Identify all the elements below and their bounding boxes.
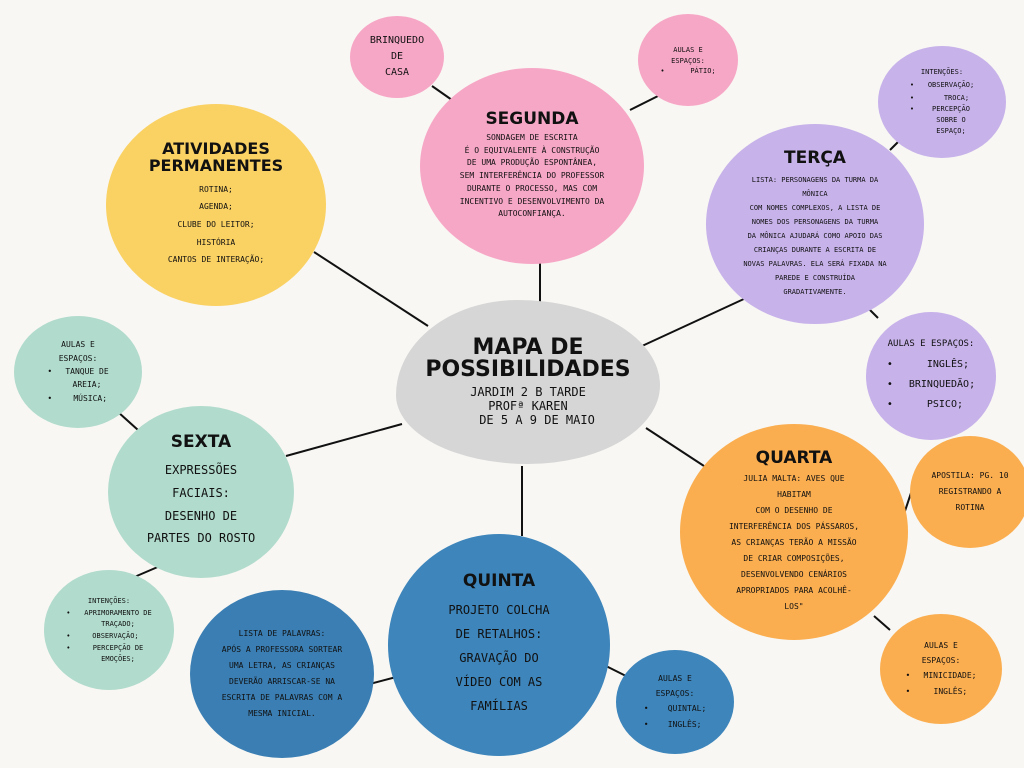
connector-brinquedo	[431, 85, 453, 101]
quarta-apostila-node: APOSTILA: PG. 10 REGISTRANDO A ROTINA	[910, 436, 1024, 548]
terca-aulas-node: AULAS E ESPAÇOS: INGLÊS; BRINQUEDÃO; PSI…	[866, 312, 996, 440]
center-dates: DE 5 A 9 DE MAIO	[479, 413, 595, 427]
quinta-aulas-node: AULAS E ESPAÇOS: QUINTAL; INGLÊS;	[616, 650, 734, 754]
sexta-intencoes-node: INTENÇÕES: APRIMORAMENTO DE TRAÇADO; OBS…	[44, 570, 174, 690]
center-title-line1: MAPA DE	[472, 335, 584, 360]
center-teacher: PROFª KAREN	[488, 399, 568, 413]
sexta-intencoes-heading: INTENÇÕES:	[87, 597, 131, 606]
sexta-aulas-heading: AULAS E ESPAÇOS:	[58, 339, 98, 363]
connector-quarta-aulas	[873, 615, 891, 631]
terca-aulas-list: INGLÊS; BRINQUEDÃO; PSICO;	[887, 355, 975, 415]
center-class: JARDIM 2 B TARDE	[470, 385, 586, 399]
segunda-node: SEGUNDA SONDAGEM DE ESCRITA É O EQUIVALE…	[420, 68, 644, 264]
center-title-line2: POSSIBILIDADES	[425, 357, 631, 382]
quarta-title: QUARTA	[755, 447, 833, 468]
terca-text: LISTA: PERSONAGENS DA TURMA DA MÔNICA CO…	[743, 175, 887, 296]
terca-aulas-heading: AULAS E ESPAÇOS:	[887, 338, 975, 349]
list-item: OBSERVAÇÃO;	[910, 79, 974, 92]
connector-sexta-aulas	[117, 411, 139, 431]
atividades-title: ATIVIDADES PERMANENTES	[148, 139, 284, 176]
connector-atividades	[313, 251, 429, 327]
sexta-node: SEXTA EXPRESSÕES FACIAIS: DESENHO DE PAR…	[108, 406, 294, 578]
quinta-title: QUINTA	[462, 570, 536, 591]
terca-node: TERÇA LISTA: PERSONAGENS DA TURMA DA MÔN…	[706, 124, 924, 324]
segunda-title: SEGUNDA	[485, 108, 579, 129]
terca-intencoes-list: OBSERVAÇÃO; TROCA; PERCEPÇÃO SOBRE O ESP…	[910, 79, 974, 138]
segunda-aulas-node: AULAS E ESPAÇOS: PÁTIO;	[638, 14, 738, 106]
list-item: MINICIDADE;	[906, 668, 977, 684]
quarta-aulas-node: AULAS E ESPAÇOS: MINICIDADE; INGLÊS;	[880, 614, 1002, 724]
list-item: TANQUE DE AREIA;	[47, 366, 108, 392]
terca-title: TERÇA	[784, 147, 846, 168]
quarta-node: QUARTA JULIA MALTA: AVES QUE HABITAM COM…	[680, 424, 908, 640]
center-node: MAPA DE POSSIBILIDADES JARDIM 2 B TARDE …	[396, 300, 660, 464]
connector-segunda-aulas	[629, 93, 663, 111]
connector-quarta	[645, 427, 705, 467]
list-item: INGLÊS;	[906, 684, 977, 700]
segunda-aulas-list: PÁTIO;	[660, 67, 715, 75]
sexta-title: SEXTA	[170, 431, 232, 452]
list-item: BRINQUEDÃO;	[887, 375, 975, 395]
sexta-aulas-list: TANQUE DE AREIA; MÚSICA;	[47, 366, 108, 406]
quinta-text: PROJETO COLCHA DE RETALHOS: GRAVAÇÃO DO …	[448, 602, 550, 713]
connector-sexta	[285, 423, 403, 457]
list-item: INGLÊS;	[887, 355, 975, 375]
quinta-aulas-list: QUINTAL; INGLÊS;	[644, 701, 707, 733]
list-item: PSICO;	[887, 395, 975, 415]
atividades-text: ROTINA; AGENDA; CLUBE DO LEITOR; HISTÓRI…	[167, 184, 265, 265]
brinquedo-node: BRINQUEDO DE CASA	[350, 16, 444, 98]
quarta-aulas-list: MINICIDADE; INGLÊS;	[906, 668, 977, 700]
quinta-lista-text: LISTA DE PALAVRAS: APÓS A PROFESSORA SOR…	[221, 629, 343, 718]
brinquedo-text: BRINQUEDO DE CASA	[369, 35, 425, 78]
sexta-text: EXPRESSÕES FACIAIS: DESENHO DE PARTES DO…	[146, 462, 256, 546]
list-item: PÁTIO;	[660, 67, 715, 75]
list-item: PERCEPÇÃO SOBRE O ESPAÇO;	[910, 104, 974, 138]
segunda-text: SONDAGEM DE ESCRITA É O EQUIVALENTE À CO…	[459, 132, 605, 219]
atividades-node: ATIVIDADES PERMANENTES ROTINA; AGENDA; C…	[106, 104, 326, 306]
list-item: MÚSICA;	[47, 392, 108, 407]
list-item: APRIMORAMENTO DE TRAÇADO;	[66, 608, 151, 630]
quarta-apostila-text: APOSTILA: PG. 10 REGISTRANDO A ROTINA	[931, 471, 1009, 512]
terca-intencoes-node: INTENÇÕES: OBSERVAÇÃO; TROCA; PERCEPÇÃO …	[878, 46, 1006, 158]
sexta-intencoes-list: APRIMORAMENTO DE TRAÇADO; OBSERVAÇÃO; PE…	[66, 608, 151, 665]
connector-terca	[641, 297, 747, 347]
quarta-aulas-heading: AULAS E ESPAÇOS:	[921, 640, 961, 665]
quinta-lista-node: LISTA DE PALAVRAS: APÓS A PROFESSORA SOR…	[190, 590, 374, 758]
list-item: OBSERVAÇÃO;	[66, 630, 151, 643]
list-item: PERCEPÇÃO DE EMOÇÕES;	[66, 643, 151, 665]
list-item: QUINTAL;	[644, 701, 707, 717]
terca-intencoes-heading: INTENÇÕES:	[920, 68, 964, 77]
segunda-aulas-heading: AULAS E ESPAÇOS:	[671, 45, 705, 65]
sexta-aulas-node: AULAS E ESPAÇOS: TANQUE DE AREIA; MÚSICA…	[14, 316, 142, 428]
list-item: INGLÊS;	[644, 717, 707, 733]
quarta-text: JULIA MALTA: AVES QUE HABITAM COM O DESE…	[728, 473, 860, 611]
list-item: TROCA;	[910, 92, 974, 105]
quinta-node: QUINTA PROJETO COLCHA DE RETALHOS: GRAVA…	[388, 534, 610, 756]
quinta-aulas-heading: AULAS E ESPAÇOS:	[655, 673, 695, 698]
